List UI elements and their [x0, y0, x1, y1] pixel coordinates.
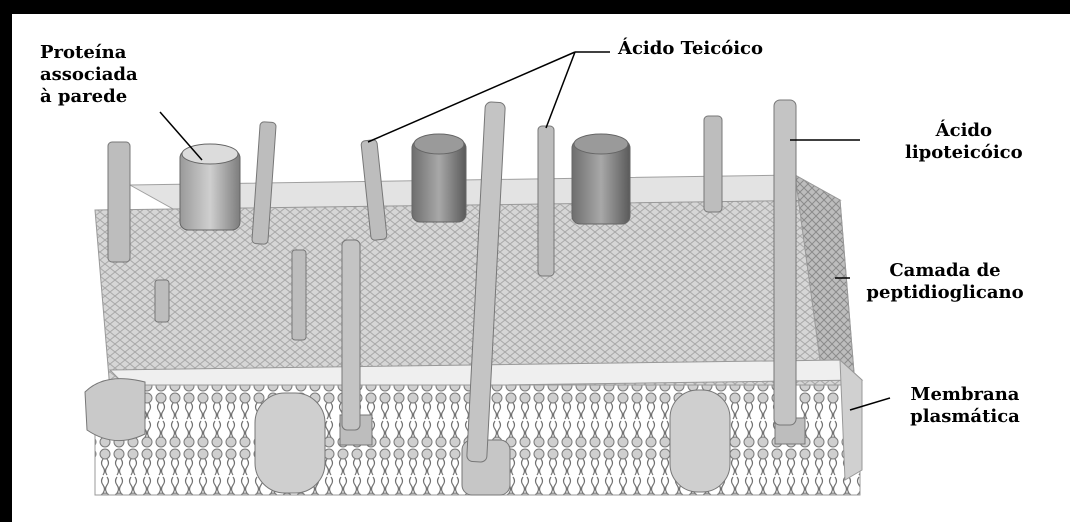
label-line: Proteína [40, 42, 138, 64]
label-line: associada [40, 64, 138, 86]
label-line: Camada de [855, 260, 1035, 282]
label-teichoic-acid: Ácido Teicóico [618, 38, 763, 60]
label-wall-protein: Proteína associada à parede [40, 42, 138, 108]
label-line: Ácido [905, 120, 1023, 142]
label-line: à parede [40, 86, 138, 108]
label-line: peptidioglicano [855, 282, 1035, 304]
label-peptidoglycan: Camada de peptidioglicano [855, 260, 1035, 304]
label-line: lipoteicóico [905, 142, 1023, 164]
label-lipoteichoic-acid: Ácido lipoteicóico [905, 120, 1023, 164]
label-line: plasmática [900, 406, 1030, 428]
label-membrane: Membrana plasmática [900, 384, 1030, 428]
label-line: Membrana [900, 384, 1030, 406]
